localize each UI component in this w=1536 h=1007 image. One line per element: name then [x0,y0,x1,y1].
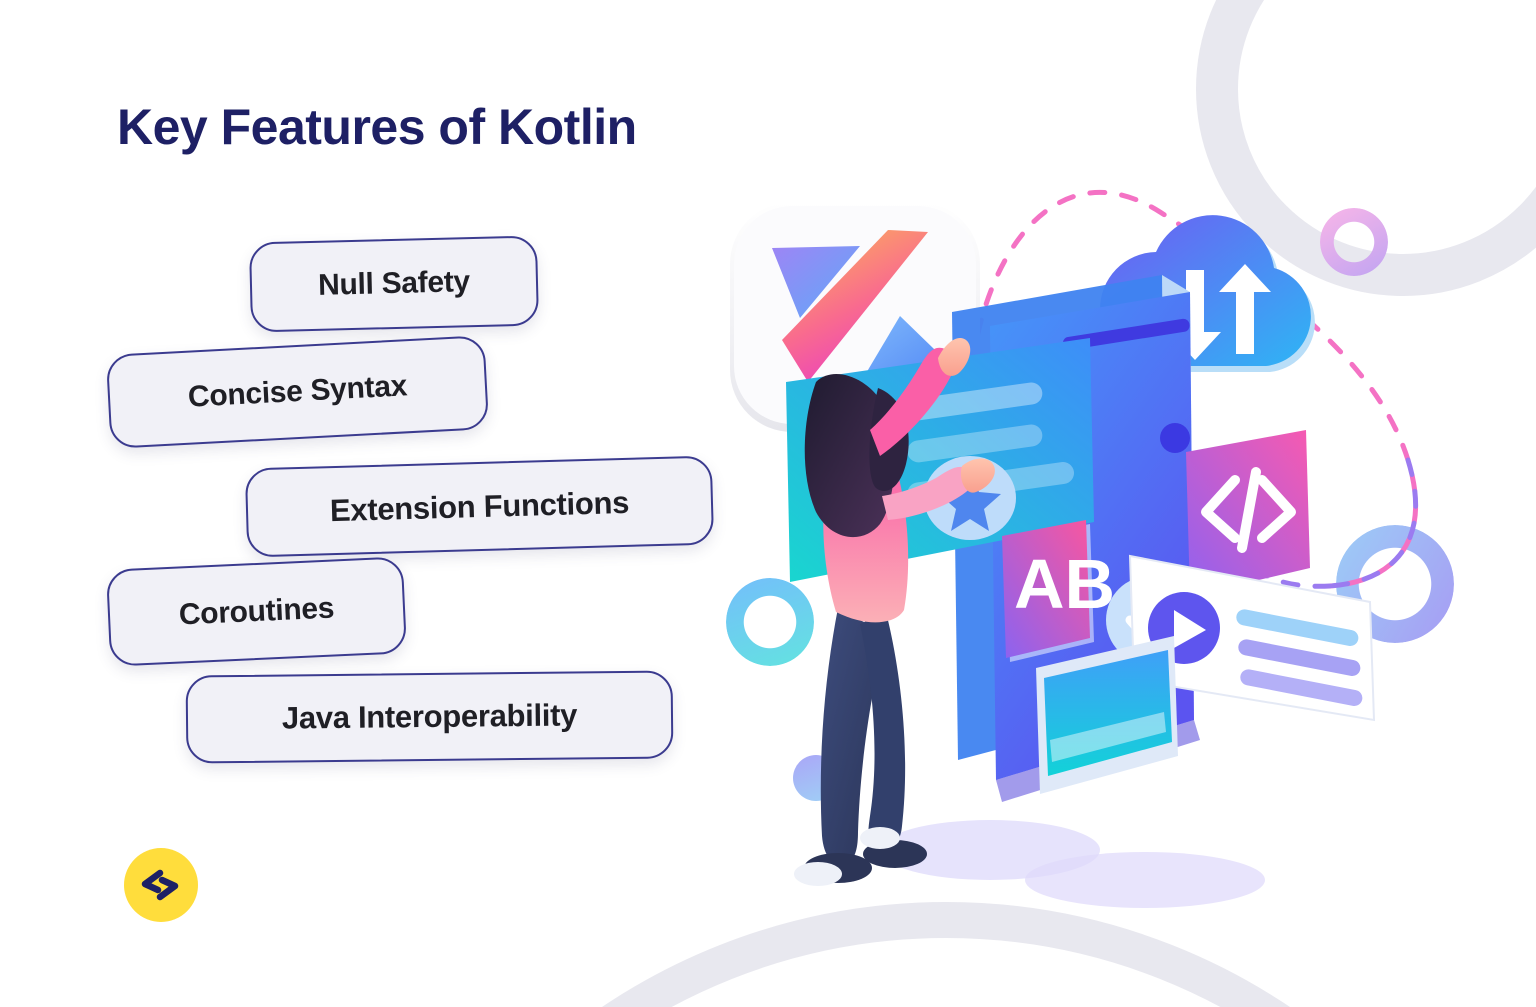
feature-card-concise-syntax[interactable]: Concise Syntax [105,335,490,449]
feature-card-coroutines[interactable]: Coroutines [105,556,408,667]
ab-label: AB [1014,545,1115,623]
ground-shadow [880,820,1265,908]
ab-testing-icon: AB [1002,520,1115,662]
person-standing-icon [794,338,995,886]
primary-action-button-icon [1036,636,1178,794]
feature-card-extension-functions[interactable]: Extension Functions [244,455,715,558]
feature-card-label: Extension Functions [329,484,630,528]
feature-card-label: Null Safety [317,265,471,302]
feature-card-label: Java Interoperability [281,697,578,736]
feature-card-label: Concise Syntax [187,369,408,414]
page-title: Key Features of Kotlin [117,98,637,155]
brand-logo[interactable] [124,848,198,922]
code-bracket-logo-icon [141,869,179,901]
feature-card-label: Coroutines [178,590,335,632]
feature-card-java-interoperability[interactable]: Java Interoperability [185,670,674,764]
kotlin-mobile-development-illustration: AB [690,120,1480,920]
feature-card-null-safety[interactable]: Null Safety [248,235,540,333]
code-tags-icon [1186,430,1314,600]
